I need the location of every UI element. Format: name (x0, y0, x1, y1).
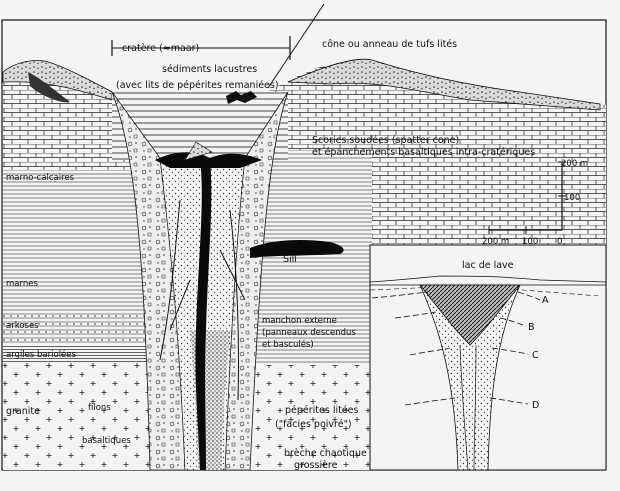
label-A: A (542, 295, 549, 306)
label-peperites-1: pépérites litées (285, 405, 359, 416)
label-lac: lac de lave (462, 260, 514, 271)
scale-h-left: 200 m (482, 237, 509, 247)
label-filons-2: basaltiques (82, 436, 131, 446)
label-manchon-3: et basculés) (262, 339, 314, 350)
label-filons-1: filons (88, 403, 111, 413)
label-peperites-remaniees: (avec lits de pépérites remaniées) (116, 80, 279, 91)
label-arkoses: arkoses (6, 321, 39, 331)
label-C: C (532, 350, 539, 361)
label-sill: Sill (283, 254, 297, 265)
label-D: D (532, 400, 539, 411)
label-manchon-1: manchon externe (262, 316, 337, 326)
label-breche-1: brèche chaotique (284, 448, 367, 459)
label-marno-calcaires: marno-calcaires (6, 173, 75, 183)
label-sediments: sédiments lacustres (162, 64, 257, 75)
label-scories-2: et épanchements basaltiques intra-cratér… (312, 147, 535, 158)
label-cratere: cratère (≈maar) (122, 43, 199, 54)
label-cone: cône ou anneau de tufs lités (322, 39, 457, 50)
label-granite: granite (6, 406, 40, 417)
label-argiles: argiles bariolées (6, 349, 77, 360)
label-breche-2: grossière (294, 460, 338, 471)
scale-zero: 0 (557, 237, 562, 247)
scale-h-mid: 100 (522, 237, 538, 247)
scale-v-mid: 100 (564, 193, 580, 203)
label-peperites-2: ("facies poivré") (275, 419, 352, 430)
label-marnes: marnes (6, 279, 38, 289)
label-scories-1: Scories soudées (spatter cone) (312, 135, 459, 146)
label-B: B (528, 322, 535, 333)
scale-v-top: 200 m (561, 159, 588, 169)
label-manchon-2: (panneaux descendus (262, 328, 356, 338)
marnes-left (3, 170, 150, 310)
